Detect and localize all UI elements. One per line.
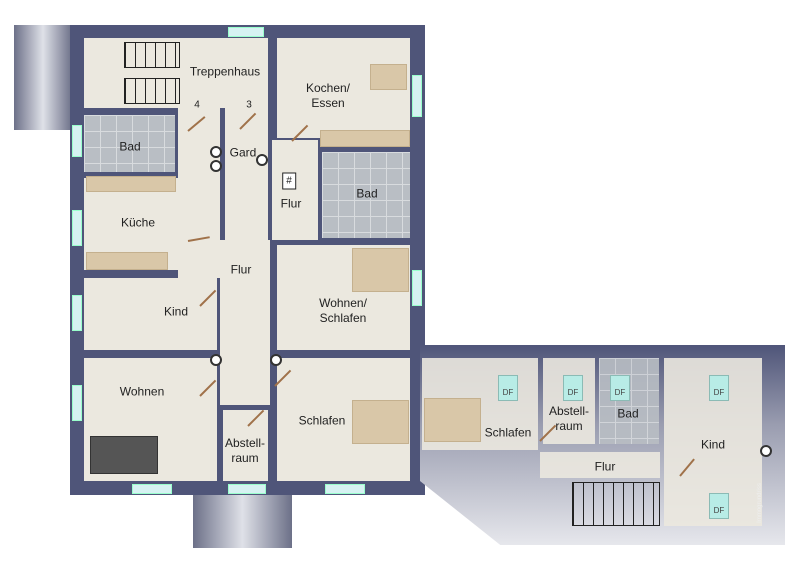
kitchen-counter xyxy=(320,130,410,147)
attic-room-bad xyxy=(599,358,659,444)
sofa xyxy=(90,436,158,474)
window xyxy=(412,75,422,117)
kitchen-counter-kueche xyxy=(86,176,176,192)
entrance-roof xyxy=(193,493,292,548)
label-flur-central: Flur xyxy=(230,262,252,277)
skylight: DF xyxy=(709,493,729,519)
window xyxy=(228,27,264,37)
room-bad-right xyxy=(322,152,410,238)
column xyxy=(256,154,268,166)
label-attic-bad: Bad xyxy=(617,406,639,421)
window xyxy=(72,210,82,246)
entrance-marker-4: 4 xyxy=(194,99,200,111)
label-wohnen: Wohnen xyxy=(119,384,165,399)
window xyxy=(228,484,266,494)
watermark: Immogrundriss xyxy=(756,483,763,523)
label-wohnen-schlafen: Wohnen/ Schlafen xyxy=(319,296,367,325)
room-bad-left xyxy=(84,115,175,172)
room-flur-central xyxy=(220,240,270,405)
bed xyxy=(352,400,409,444)
label-bad-right: Bad xyxy=(356,186,378,201)
room-kind xyxy=(84,278,217,350)
window xyxy=(412,270,422,306)
window xyxy=(132,484,172,494)
entrance-marker-3: 3 xyxy=(246,99,252,111)
label-kind: Kind xyxy=(163,304,189,319)
dining-table xyxy=(370,64,407,90)
skylight: DF xyxy=(709,375,729,401)
column xyxy=(210,354,222,366)
attic-bed xyxy=(424,398,481,442)
label-attic-schlafen: Schlafen xyxy=(484,425,532,440)
room-gard xyxy=(225,108,268,240)
window xyxy=(72,295,82,331)
window xyxy=(72,125,82,157)
hash-marker: # xyxy=(282,172,296,190)
sideboard xyxy=(86,252,168,270)
column xyxy=(210,160,222,172)
tower-roof xyxy=(14,25,72,130)
label-kueche: Küche xyxy=(120,215,156,230)
window xyxy=(72,385,82,421)
skylight: DF xyxy=(498,375,518,401)
label-kochen-essen: Kochen/ Essen xyxy=(305,81,351,110)
label-treppenhaus: Treppenhaus xyxy=(189,64,261,79)
label-gard: Gard xyxy=(229,145,257,160)
label-schlafen: Schlafen xyxy=(298,413,346,428)
label-attic-abstellraum: Abstell- raum xyxy=(548,404,590,433)
column xyxy=(760,445,772,457)
label-attic-flur: Flur xyxy=(594,459,616,474)
room-flur-upper xyxy=(272,140,318,240)
attic-stairs xyxy=(572,482,660,526)
window xyxy=(325,484,365,494)
column xyxy=(210,146,222,158)
label-abstellraum: Abstell- raum xyxy=(224,436,266,465)
staircase-lower xyxy=(124,78,180,104)
skylight: DF xyxy=(610,375,630,401)
bed xyxy=(352,248,409,292)
label-bad-left: Bad xyxy=(119,139,141,154)
label-attic-kind: Kind xyxy=(700,437,726,452)
room-abstellraum xyxy=(223,410,268,481)
attic-room-flur xyxy=(540,452,660,478)
label-flur-upper: Flur xyxy=(280,196,302,211)
skylight: DF xyxy=(563,375,583,401)
staircase-upper xyxy=(124,42,180,68)
column xyxy=(270,354,282,366)
